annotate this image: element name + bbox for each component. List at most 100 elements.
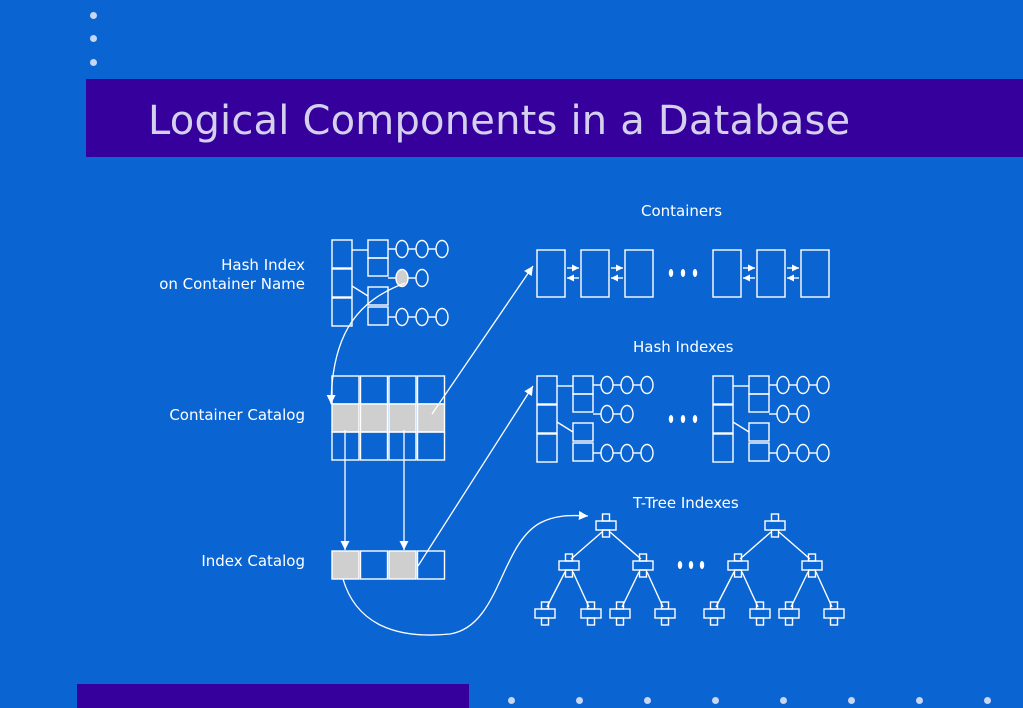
containers-lists <box>536 249 830 298</box>
hash-chain-node <box>640 443 654 463</box>
bullet-dot <box>984 697 991 704</box>
ttree-node-bottom <box>770 529 780 538</box>
hash-bucket <box>367 257 389 277</box>
catalog-cell <box>359 375 389 405</box>
hash-chain-node <box>776 375 790 395</box>
hash-bucket <box>748 422 770 442</box>
bullet-dot <box>576 697 583 704</box>
ttree-indexes-label: T-Tree Indexes <box>633 494 739 512</box>
ttree-node-bottom <box>564 569 574 578</box>
catalog-cell-highlight <box>359 403 389 433</box>
ttree-node <box>801 560 823 571</box>
ttree-node-bottom <box>755 617 765 626</box>
ttree-node-bottom <box>829 617 839 626</box>
ttree-node-bottom <box>540 617 550 626</box>
ttree-edge <box>546 571 566 608</box>
hash-link <box>732 421 750 433</box>
index-cell-highlight <box>331 550 360 580</box>
ttree-node-bottom <box>615 617 625 626</box>
bullet-dot <box>90 35 97 42</box>
hash-bucket <box>748 393 770 413</box>
ttree-edge <box>778 531 811 560</box>
ellipsis-dot <box>677 561 683 569</box>
hash-table-cell <box>536 433 558 463</box>
container-box <box>536 249 566 298</box>
hash-chain-node <box>395 239 409 259</box>
hash-chain-node <box>600 443 614 463</box>
hash-link <box>351 285 369 297</box>
catalog-cell <box>359 431 389 461</box>
ttree-node-top <box>807 553 817 562</box>
hash-chain-node <box>395 307 409 327</box>
container-box <box>624 249 654 298</box>
catalog-cell-highlight <box>388 403 417 433</box>
hash-chain-node <box>776 443 790 463</box>
hash-chain-node <box>796 443 810 463</box>
ellipsis-dot <box>699 561 705 569</box>
bullet-dot <box>780 697 787 704</box>
ttree-indexes-structures <box>534 513 845 626</box>
hash-bucket <box>572 422 594 442</box>
catalog-cell <box>416 375 446 405</box>
index-cell <box>416 550 446 580</box>
hash-bucket <box>748 375 770 395</box>
index-to-hash-arrow <box>417 385 534 567</box>
catalog-cell <box>416 431 446 461</box>
hash-chain-node <box>415 268 429 288</box>
hash-to-catalog-arrow <box>326 282 406 405</box>
ellipsis-dot <box>680 415 686 423</box>
ttree-node <box>595 520 617 531</box>
hash-table-cell <box>712 404 734 434</box>
hash-indexes-structures <box>536 375 830 463</box>
catalog-cell-highlight <box>416 403 446 433</box>
ttree-node-top <box>770 513 780 522</box>
index-cell-highlight <box>388 550 417 580</box>
ttree-edge <box>570 531 603 560</box>
hash-index-label: Hash Index on Container Name <box>159 256 305 294</box>
ttree-node <box>632 560 654 571</box>
ttree-node <box>749 608 771 619</box>
hash-chain-node <box>620 375 634 395</box>
bottom-bar <box>77 684 469 708</box>
hash-bucket <box>572 393 594 413</box>
ttree-node-top <box>601 513 611 522</box>
hash-table-cell <box>536 375 558 405</box>
ttree-edge <box>715 571 735 608</box>
ttree-node <box>609 608 631 619</box>
ttree-node-bottom <box>586 617 596 626</box>
ttree-node <box>654 608 676 619</box>
hash-bucket <box>367 306 389 326</box>
hash-chain-node <box>415 239 429 259</box>
ellipsis-dot <box>692 415 698 423</box>
hash-indexes-label: Hash Indexes <box>633 338 734 356</box>
hash-chain-node <box>640 375 654 395</box>
hash-link <box>556 421 574 433</box>
ttree-edge <box>741 571 759 608</box>
hash-bucket <box>748 442 770 462</box>
ellipsis-dot <box>688 561 694 569</box>
hash-chain-node <box>816 375 830 395</box>
ttree-node-top <box>733 553 743 562</box>
ellipsis-dot <box>692 269 698 277</box>
hash-bucket <box>367 239 389 259</box>
ttree-node <box>558 560 580 571</box>
hash-table-cell <box>331 268 353 298</box>
hash-table-cell <box>536 404 558 434</box>
hash-chain-node <box>620 404 634 424</box>
bullet-dot <box>90 12 97 19</box>
index-catalog-label: Index Catalog <box>201 552 305 570</box>
container-catalog-grid <box>331 375 446 461</box>
bullet-dot <box>712 697 719 704</box>
ttree-node <box>727 560 749 571</box>
hash-table-cell <box>331 297 353 327</box>
index-cell <box>359 550 389 580</box>
hash-bucket <box>572 375 594 395</box>
page-title: Logical Components in a Database <box>148 98 851 144</box>
ttree-node-bottom <box>807 569 817 578</box>
ttree-edge <box>609 531 642 560</box>
hash-index-label-line1: Hash Index <box>221 256 305 274</box>
hash-table-cell <box>712 375 734 405</box>
ttree-edge <box>621 571 640 608</box>
ttree-node <box>534 608 556 619</box>
ttree-node <box>823 608 845 619</box>
